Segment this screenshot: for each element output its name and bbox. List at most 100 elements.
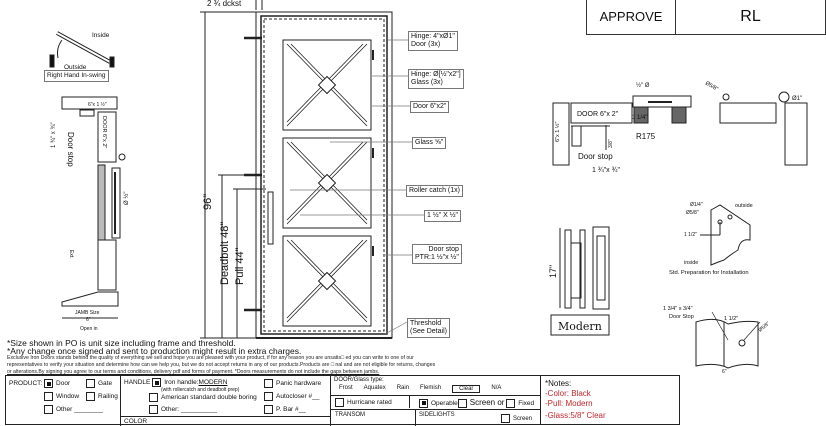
glass-option[interactable]: Rain: [396, 385, 410, 391]
callout-text: (See Detail): [410, 328, 447, 335]
svg-text:DOOR 6"x 2": DOOR 6"x 2": [101, 116, 107, 148]
swing-diagram: Inside Outside: [49, 31, 115, 71]
svg-text:Deadbolt 48": Deadbolt 48": [219, 222, 231, 285]
fixed-option: Fixed: [518, 400, 535, 407]
callout-glass: Glass ⅝": [412, 137, 447, 149]
svg-text:1 ¾"x ¾": 1 ¾"x ¾": [592, 167, 620, 174]
disclaimer-line: representatives to verify your situation…: [7, 362, 436, 368]
glass-option[interactable]: Flemish: [420, 385, 442, 391]
panic-checkbox[interactable]: [264, 379, 273, 388]
svg-text:3/8": 3/8": [608, 139, 614, 148]
glass-panel: [317, 75, 337, 95]
callout-text: Door stop: [428, 246, 459, 253]
disclaimer-line: or alterations.By signing you agree to o…: [7, 369, 380, 375]
glass-panel: [282, 39, 372, 131]
svg-text:6"x 1 ½": 6"x 1 ½": [88, 101, 107, 108]
door-checkbox[interactable]: [44, 379, 54, 388]
railing-checkbox[interactable]: [86, 392, 95, 401]
iron-handle-note: (with rollercatch and deadbolt prep): [161, 387, 240, 393]
order-form: PRODUCT: Door Gate Window Railing Other …: [5, 375, 675, 426]
callout-text: Glass (3x): [411, 79, 443, 86]
svg-text:JAMB Size: JAMB Size: [75, 310, 100, 316]
other-checkbox[interactable]: [44, 405, 53, 414]
installation-prep-detail: Ø1/4" Ø5/8" outside 1 1/2" inside Std. P…: [669, 202, 753, 276]
disclaimer-line: Exclusive Iron Doors stands behind the q…: [7, 355, 414, 361]
note-glass: -Glass:5/8" Clear: [545, 411, 606, 420]
american-checkbox[interactable]: [149, 393, 158, 402]
callout-door-hinge: Hinge: 4"xØ1"Door (3x): [408, 31, 458, 51]
pull-handle-icon: [267, 191, 274, 245]
svg-text:outside: outside: [735, 203, 753, 209]
gate-option: Gate: [98, 380, 113, 388]
svg-text:Pull 44": Pull 44": [234, 247, 246, 285]
hurricane-checkbox[interactable]: [335, 398, 344, 407]
sidelight-screen-checkbox[interactable]: [501, 414, 510, 423]
approve-label: APPROVE: [587, 0, 676, 34]
top-section: 6"x 1 ½" DOOR 6"x 2" 1 1/4" ½" Ø Ø5/8" Ø…: [552, 81, 808, 174]
callout-text: PTR:1 ½"x ½": [415, 254, 459, 261]
product-label: PRODUCT:: [9, 380, 43, 388]
iron-handle-checkbox[interactable]: [152, 378, 162, 387]
svg-text:Ø1": Ø1": [792, 96, 802, 102]
door-option: Door: [56, 380, 71, 388]
glass-panel: [282, 137, 372, 229]
svg-text:1 1/2": 1 1/2": [724, 316, 738, 322]
screen-option: Screen or: [469, 398, 505, 407]
glass-options: Frost Aquatex Rain Flemish Clear N/A: [339, 385, 501, 393]
glass-option[interactable]: Frost: [339, 385, 353, 391]
window-checkbox[interactable]: [44, 392, 53, 401]
size-note: *Size shown in PO is unit size including…: [7, 338, 236, 348]
handle-other-checkbox[interactable]: [149, 405, 158, 414]
callout-text: Threshold: [410, 320, 442, 327]
product-section: PRODUCT: Door Gate Window Railing Other …: [6, 376, 121, 426]
autocloser-checkbox[interactable]: [264, 392, 273, 401]
note-color: -Color: Black: [545, 389, 591, 398]
window-option: Window: [56, 393, 80, 401]
svg-text:1 ¾" x ¾": 1 ¾" x ¾": [51, 122, 57, 148]
svg-text:Ø5/8": Ø5/8": [704, 81, 719, 93]
pbar-checkbox[interactable]: [264, 405, 273, 414]
svg-text:6": 6": [86, 317, 91, 323]
callout-text: Door (3x): [411, 41, 441, 48]
svg-text:Std. Preparation for Installat: Std. Preparation for Installation: [669, 270, 749, 276]
handle-label: HANDLE: [124, 379, 151, 387]
notes-title: *Notes:: [545, 379, 572, 388]
svg-text:96": 96": [202, 194, 214, 210]
glass-option[interactable]: Aquatex: [363, 385, 386, 391]
railing-option: Railing: [98, 393, 118, 401]
iron-handle-value[interactable]: MODERN: [198, 379, 228, 387]
callout-bar: 1 ½" X ½": [424, 210, 462, 222]
svg-text:Inside: Inside: [92, 32, 110, 39]
svg-text:Outside: Outside: [64, 64, 87, 71]
sidelights-label: SIDELIGHTS: [415, 410, 455, 426]
swing-label: Right Hand In-swing: [44, 70, 109, 82]
hurricane-option: Hurricane rated: [347, 399, 392, 407]
callout-roller-catch: Roller catch (1x): [406, 185, 463, 197]
callout-glass-hinge: Hinge: Ø[½"x2"]Glass (3x): [408, 69, 464, 89]
top-dimension: 2 ¾ dckst: [207, 0, 242, 8]
svg-text:Ø5/8": Ø5/8": [686, 210, 699, 216]
glass-option[interactable]: N/A: [491, 385, 502, 391]
operable-checkbox[interactable]: [419, 398, 428, 408]
svg-text:½" Ø: ½" Ø: [636, 82, 650, 89]
svg-text:Ø1/4": Ø1/4": [690, 202, 703, 208]
change-note: *Any change once signed and sent to prod…: [7, 346, 302, 356]
handle-other-option: Other:: [161, 406, 180, 414]
svg-text:Modern: Modern: [558, 320, 602, 333]
svg-text:1 1/2": 1 1/2": [684, 232, 697, 238]
screen-checkbox[interactable]: [457, 398, 467, 408]
glass-option[interactable]: Clear: [452, 385, 481, 393]
panic-option: Panic hardware: [276, 380, 322, 388]
svg-text:6": 6": [722, 369, 727, 375]
pbar-option: P. Bar #: [276, 406, 299, 414]
callout-door-size: Door 6"x2": [410, 101, 450, 113]
svg-text:Door Stop: Door Stop: [669, 314, 694, 320]
operable-option: Operable: [431, 400, 458, 407]
modern-handle-detail: 17" Modern: [548, 226, 610, 336]
svg-text:Door stop: Door stop: [66, 132, 75, 167]
gate-checkbox[interactable]: [86, 379, 95, 388]
glass-panel: [317, 271, 337, 291]
fixed-checkbox[interactable]: [506, 398, 516, 408]
